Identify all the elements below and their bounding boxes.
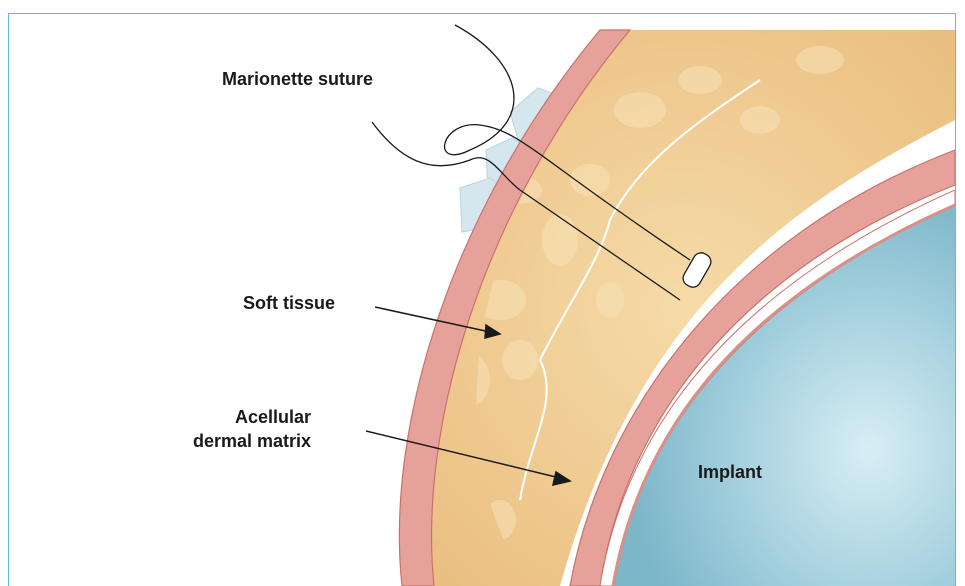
marionette-suture-label: Marionette suture <box>222 67 373 91</box>
soft-tissue-label: Soft tissue <box>243 291 335 315</box>
adm-label-line2: dermal matrix <box>193 429 311 453</box>
implant-label: Implant <box>698 460 762 484</box>
adm-label-line1: Acellular <box>193 405 311 429</box>
acellular-dermal-matrix-label: Acellular dermal matrix <box>193 405 311 453</box>
